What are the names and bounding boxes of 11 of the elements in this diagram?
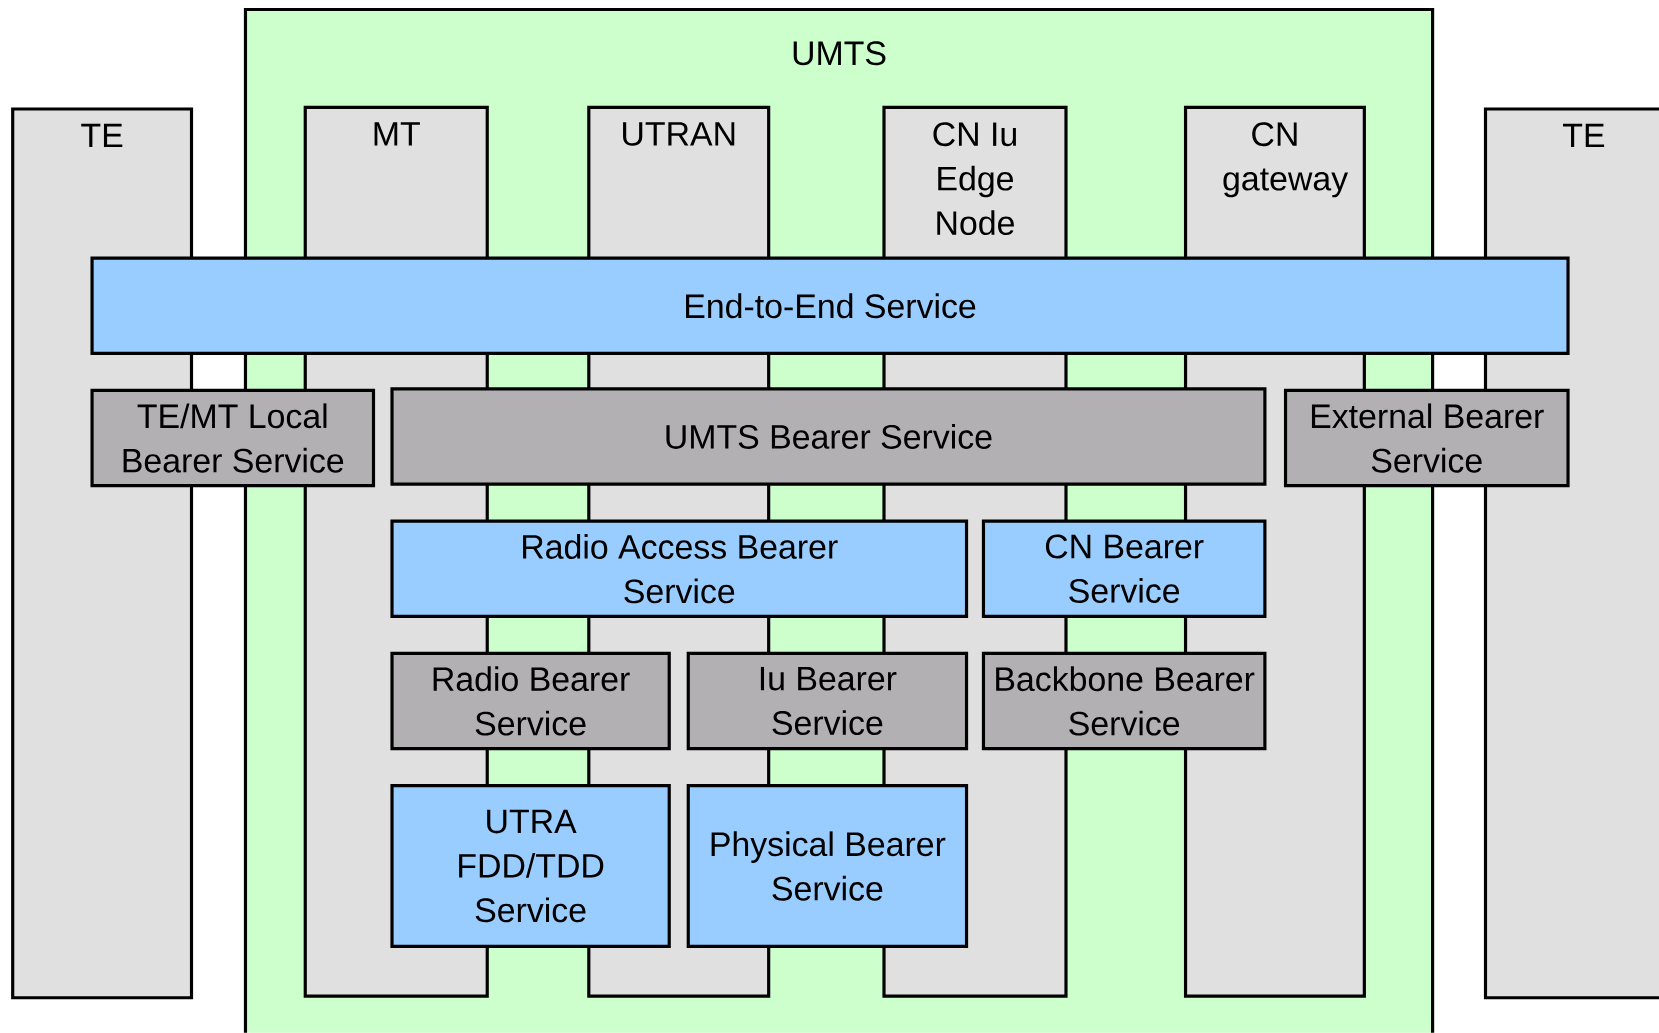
service-box: Radio Bearer Service — [390, 651, 671, 751]
service-box: Physical Bearer Service — [686, 784, 969, 949]
service-box: Backbone Bearer Service — [981, 651, 1267, 751]
service-box: External Bearer Service — [1283, 389, 1570, 488]
service-bar: End-to-End Service — [90, 256, 1570, 356]
service-box: CN Bearer Service — [981, 519, 1267, 619]
service-box: UTRA FDD/TDD Service — [390, 784, 671, 949]
service-box: Iu Bearer Service — [686, 651, 969, 751]
service-box: TE/MT Local Bearer Service — [90, 389, 376, 488]
service-box: Radio Access Bearer Service — [390, 519, 969, 619]
service-bar: UMTS Bearer Service — [390, 387, 1267, 486]
